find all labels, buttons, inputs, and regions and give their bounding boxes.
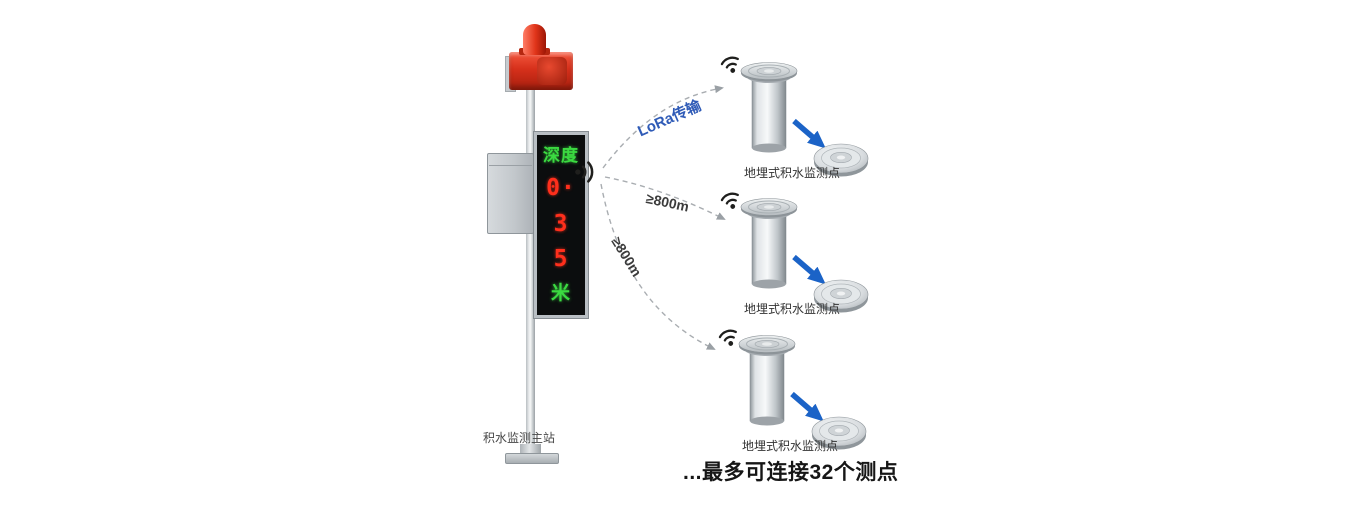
sensor-disc-illustration (812, 274, 870, 316)
led-row-digit: 0· (546, 175, 576, 201)
sensor-label: 地埋式积水监测点 (743, 302, 840, 316)
sensor-disc-illustration (812, 138, 870, 180)
led-display-panel: 深度 0· 3 5 米 (533, 131, 589, 319)
pole-base-plate (505, 453, 559, 464)
blue-arrow-icon (790, 118, 836, 158)
wifi-icon (713, 323, 743, 351)
led-row-unit: 米 (550, 281, 571, 304)
sensor-group: 地埋式积水监测点 (710, 325, 910, 485)
wifi-icon (715, 186, 745, 214)
sensor-group: 地埋式积水监测点 (712, 52, 912, 212)
control-box (487, 153, 534, 234)
sensor-group: 地埋式积水监测点 (712, 188, 912, 348)
distance-label-bottom: ≥800m (608, 234, 646, 280)
sensor-disc-illustration (810, 411, 868, 453)
station-label: 积水监测主站 (483, 431, 556, 445)
led-row-digit: 3 (553, 210, 569, 237)
alarm-beacon-icon (523, 24, 546, 55)
wifi-icon (715, 50, 745, 78)
lora-transmission-label: LoRa传输 (635, 97, 704, 141)
control-box-seam (489, 165, 532, 166)
sensor-label: 地埋式积水监测点 (741, 439, 838, 453)
blue-arrow-icon (788, 391, 834, 431)
station-pole (526, 86, 535, 452)
signal-arcs-icon (574, 158, 598, 186)
blue-arrow-icon (790, 254, 836, 294)
led-row-depth: 深度 (543, 145, 579, 166)
pole-base-column (520, 444, 541, 455)
buried-sensor-illustration (736, 333, 798, 429)
buried-sensor-illustration (738, 60, 800, 156)
distance-label-mid: ≥800m (644, 190, 691, 215)
buried-sensor-illustration (738, 196, 800, 292)
alarm-horn-face (537, 57, 567, 85)
led-screen: 深度 0· 3 5 米 (537, 135, 585, 315)
led-row-digit: 5 (553, 246, 569, 272)
sensor-label: 地埋式积水监测点 (743, 166, 840, 180)
footer-note: ...最多可连接32个测点 (683, 461, 899, 484)
